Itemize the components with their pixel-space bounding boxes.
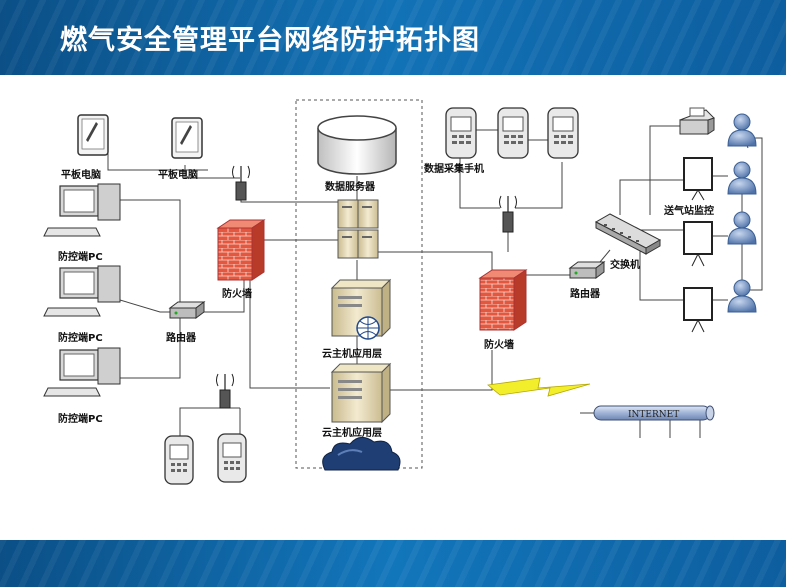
data-phone-icon-3: [547, 107, 579, 159]
antenna-icon-1: [232, 165, 250, 201]
router-icon-left: [168, 301, 206, 319]
monitor-screen-icon-3: [683, 287, 713, 333]
data-server-label: 数据服务器: [325, 180, 376, 193]
cloud-host-server-icon-1: [330, 278, 392, 340]
printer-icon: [679, 107, 715, 135]
switch-icon: [594, 213, 662, 255]
firewall-label-right: 防火墙: [484, 338, 514, 351]
monitor-screen-icon-2: [683, 221, 713, 267]
tablet-label-2: 平板电脑: [158, 168, 198, 181]
cloud-app-label-1: 云主机应用层: [322, 347, 382, 360]
internet-label: INTERNET: [628, 410, 679, 420]
footer-bar: [0, 540, 786, 587]
pc-label-2: 防控端PC: [58, 331, 103, 344]
server-zone-boundary: [295, 99, 423, 469]
tablet-label-1: 平板电脑: [61, 168, 101, 181]
router-label-left: 路由器: [166, 331, 197, 344]
data-phone-icon-1: [445, 107, 477, 159]
title-bar: 燃气安全管理平台网络防护拓扑图: [0, 0, 786, 75]
data-phone-icon-2: [497, 107, 529, 159]
pc-icon-1: [43, 183, 121, 237]
internet-pipe-icon: [593, 405, 715, 421]
person-icon-3: [727, 211, 757, 245]
monitor-screen-icon-1: [683, 157, 713, 201]
cloud-app-label-2: 云主机应用层: [322, 426, 382, 439]
mobile-phone-icon-2: [217, 433, 247, 483]
firewall-label-left: 防火墙: [222, 287, 252, 300]
cloud-host-server-icon-2: [330, 362, 392, 424]
pc-icon-3: [43, 347, 121, 397]
page-title: 燃气安全管理平台网络防护拓扑图: [60, 25, 480, 56]
server-rack-icon: [337, 199, 379, 259]
person-icon-2: [727, 161, 757, 195]
firewall-icon-right: [478, 269, 528, 331]
gas-monitor-label: 送气站监控: [663, 204, 714, 217]
database-server-icon: [317, 115, 397, 175]
data-phone-label: 数据采集手机: [424, 162, 484, 175]
tablet-icon-2: [171, 117, 203, 159]
antenna-icon-3: [499, 195, 517, 233]
lightning-bolt-icon: [487, 377, 591, 397]
router-icon-right: [568, 261, 606, 279]
router-label-right: 路由器: [570, 287, 601, 300]
antenna-icon-2: [216, 373, 234, 409]
cloud-icon: [322, 437, 401, 471]
switch-label: 交换机: [610, 258, 640, 271]
firewall-icon-left: [216, 219, 266, 281]
person-icon-1: [727, 113, 757, 147]
mobile-phone-icon-1: [164, 435, 194, 485]
pc-icon-2: [43, 265, 121, 317]
pc-label-3: 防控端PC: [58, 412, 103, 425]
person-icon-4: [727, 279, 757, 313]
pc-label-1: 防控端PC: [58, 250, 103, 263]
tablet-icon-1: [77, 114, 109, 156]
